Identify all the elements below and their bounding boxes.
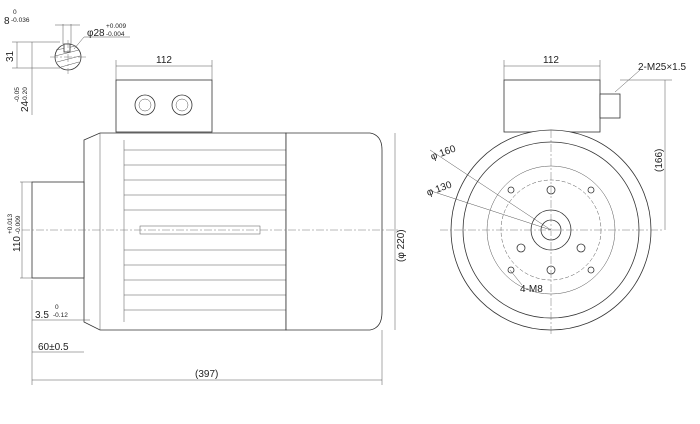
cable-gland [599,93,621,119]
pcd-160-dim: φ 160 [429,143,458,162]
pcd-130-dim: φ 130 [425,179,454,198]
key-depth-upper-tol: -0.05 [14,87,21,102]
shaft-dia-dim: φ28 [87,28,105,39]
height-166-dim: (166) [654,149,665,172]
spigot-lower-tol: -0.009 [15,215,22,234]
key-width-dim: 8 [4,16,10,27]
terminal-box [115,79,213,133]
key-width-lower-tol: -0.036 [11,17,30,24]
height-31-dim: 31 [5,50,16,62]
motor-frame [83,132,287,331]
fan-cover [285,132,383,331]
key-depth-dim: 24 [20,100,31,112]
shaft-dia-upper-tol: +0.009 [106,23,126,30]
spigot-depth-dim: 3.5 [35,310,49,321]
end-terminal-box-width: 112 [543,55,559,66]
overall-length-dim: (397) [195,369,218,380]
side-view: 112 110 +0.013 -0.009 3.5 0 -0.12 60±0.5… [7,55,407,385]
shaft-dia-lower-tol: -0.004 [106,31,125,38]
end-terminal-box [503,79,601,133]
shaft-length-dim: 60±0.5 [38,342,69,353]
holes-dim: 4-M8 [520,284,543,295]
end-view: 112 2-M25×1.5 φ 160 φ 130 4-M8 (166) [425,55,687,335]
shaft-section-view: 8 0 -0.036 φ28 +0.009 -0.004 31 24 -0.05… [4,9,130,115]
key-depth-lower-tol: -0.20 [22,87,29,102]
spigot-dim: 110 [12,236,23,252]
key-width-upper-tol: 0 [13,9,17,16]
spigot-depth-upper-tol: 0 [55,304,59,311]
frame-dia-dim: (φ 220) [396,229,407,262]
spigot-upper-tol: +0.013 [7,214,14,234]
cable-gland-dim: 2-M25×1.5 [638,62,687,73]
side-terminal-box-width: 112 [156,55,172,66]
spigot-depth-lower-tol: -0.12 [53,312,68,319]
